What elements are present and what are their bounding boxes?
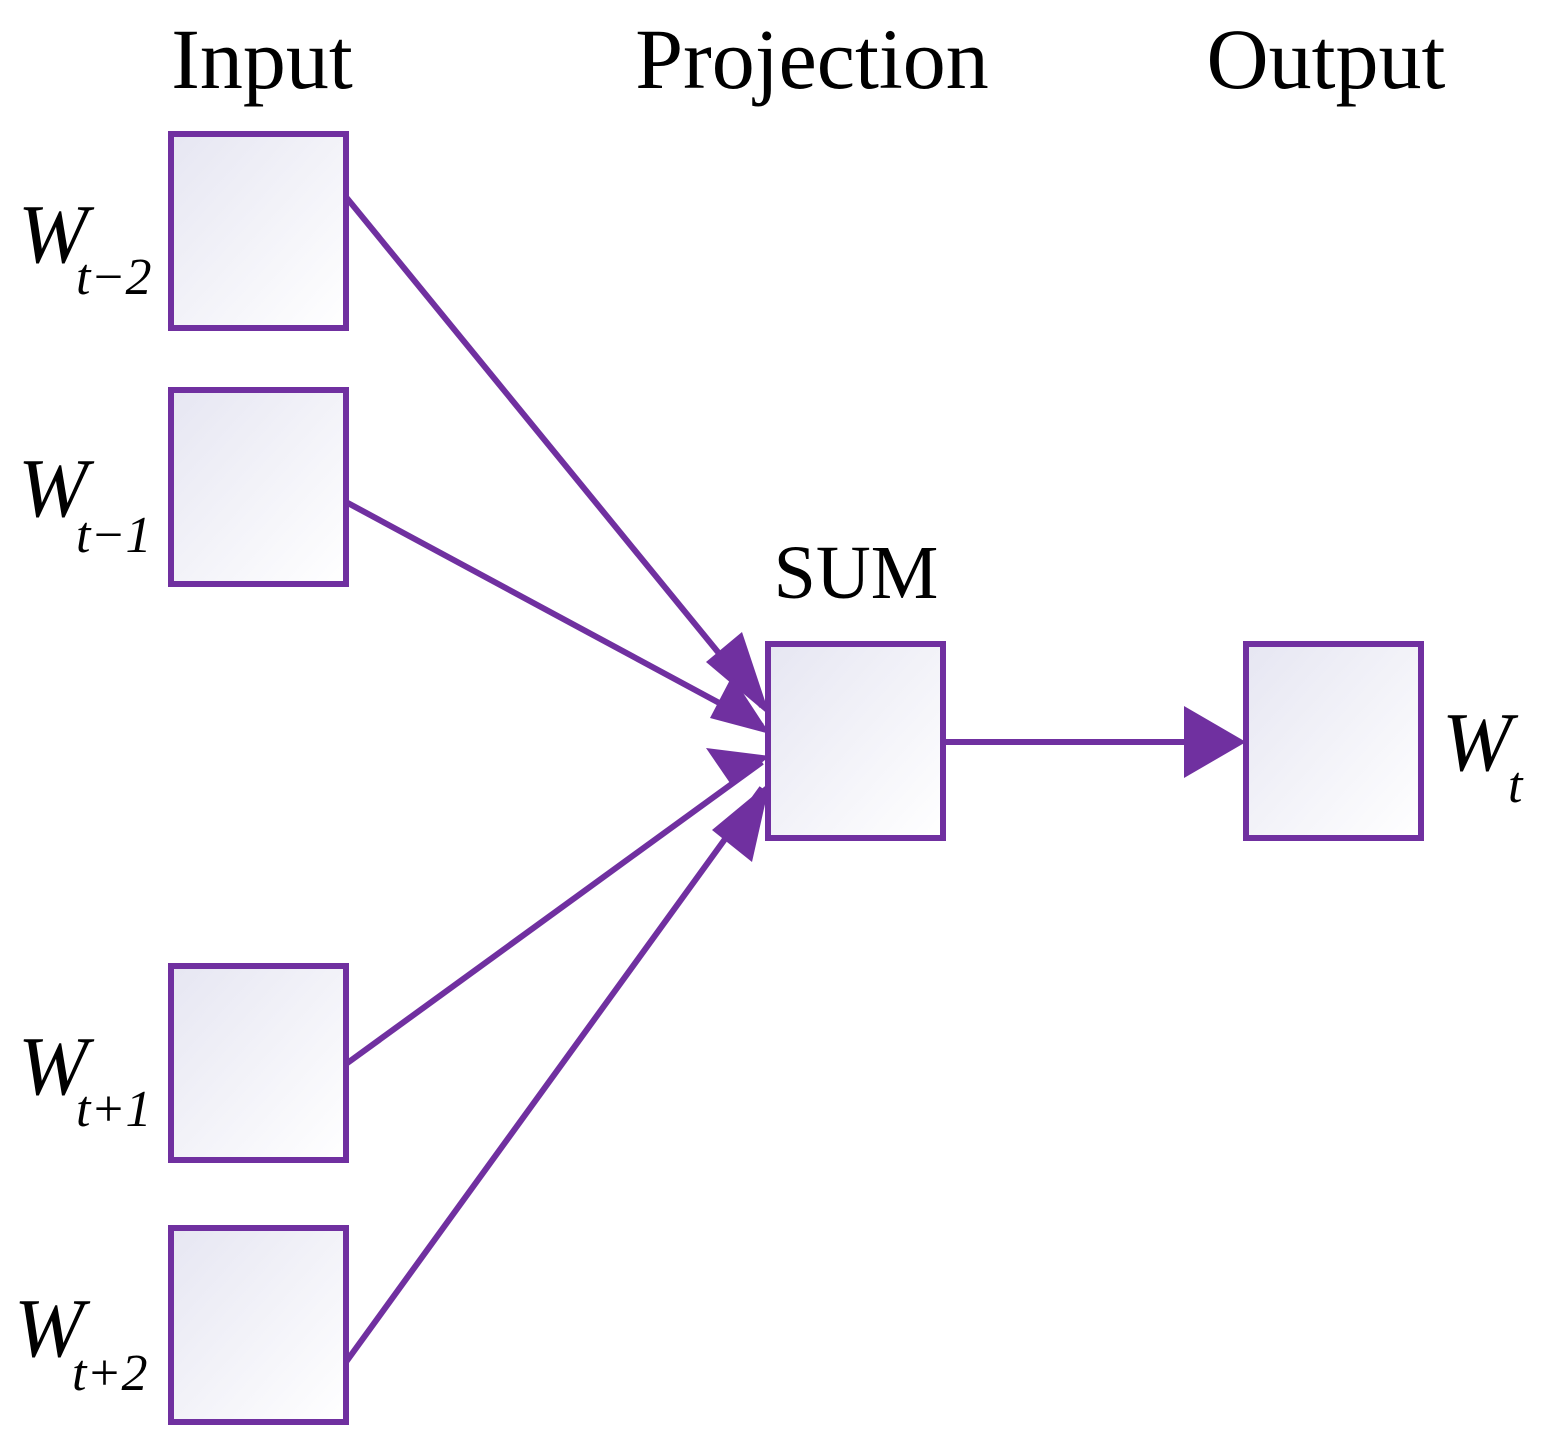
arrowheads xyxy=(706,632,1246,862)
input-label-1-word: W xyxy=(18,188,95,281)
input-label-2-subscript: t−1 xyxy=(76,507,152,564)
input-node-3 xyxy=(168,963,349,1163)
output-label-subscript: t xyxy=(1508,757,1524,814)
input-label-1: W t−2 xyxy=(18,188,152,306)
input-label-2-word: W xyxy=(18,442,95,535)
edge-input-3-to-sum xyxy=(344,759,764,1067)
input-column-title: Input xyxy=(171,11,353,107)
input-label-1-subscript: t−2 xyxy=(76,249,152,306)
input-node-4 xyxy=(168,1225,349,1425)
arrowhead-output xyxy=(1184,706,1246,778)
edge-input-1-to-sum xyxy=(343,195,765,708)
output-column-title: Output xyxy=(1207,11,1446,107)
sum-node xyxy=(765,641,946,841)
edges xyxy=(343,195,1200,1364)
input-label-3: W t+1 xyxy=(18,1020,152,1138)
arrowhead-input-3 xyxy=(706,748,770,786)
arrowhead-input-4 xyxy=(712,782,770,862)
projection-column-title: Projection xyxy=(635,11,989,107)
input-label-3-subscript: t+1 xyxy=(76,1081,152,1138)
edge-input-2-to-sum xyxy=(344,499,764,729)
edge-input-4-to-sum xyxy=(343,786,765,1364)
input-node-1 xyxy=(168,131,349,331)
arrowhead-input-2 xyxy=(710,676,770,734)
input-label-4: W t+2 xyxy=(14,1282,148,1402)
input-label-2: W t−1 xyxy=(18,442,152,564)
input-label-4-subscript: t+2 xyxy=(72,1345,148,1402)
output-node xyxy=(1243,641,1424,841)
sum-label: SUM xyxy=(774,531,939,615)
input-label-4-word: W xyxy=(14,1282,91,1375)
input-label-3-word: W xyxy=(18,1020,95,1113)
input-node-2 xyxy=(168,387,349,587)
output-label: W t xyxy=(1442,696,1524,814)
arrowhead-input-1 xyxy=(706,632,770,716)
output-label-word: W xyxy=(1442,696,1519,789)
